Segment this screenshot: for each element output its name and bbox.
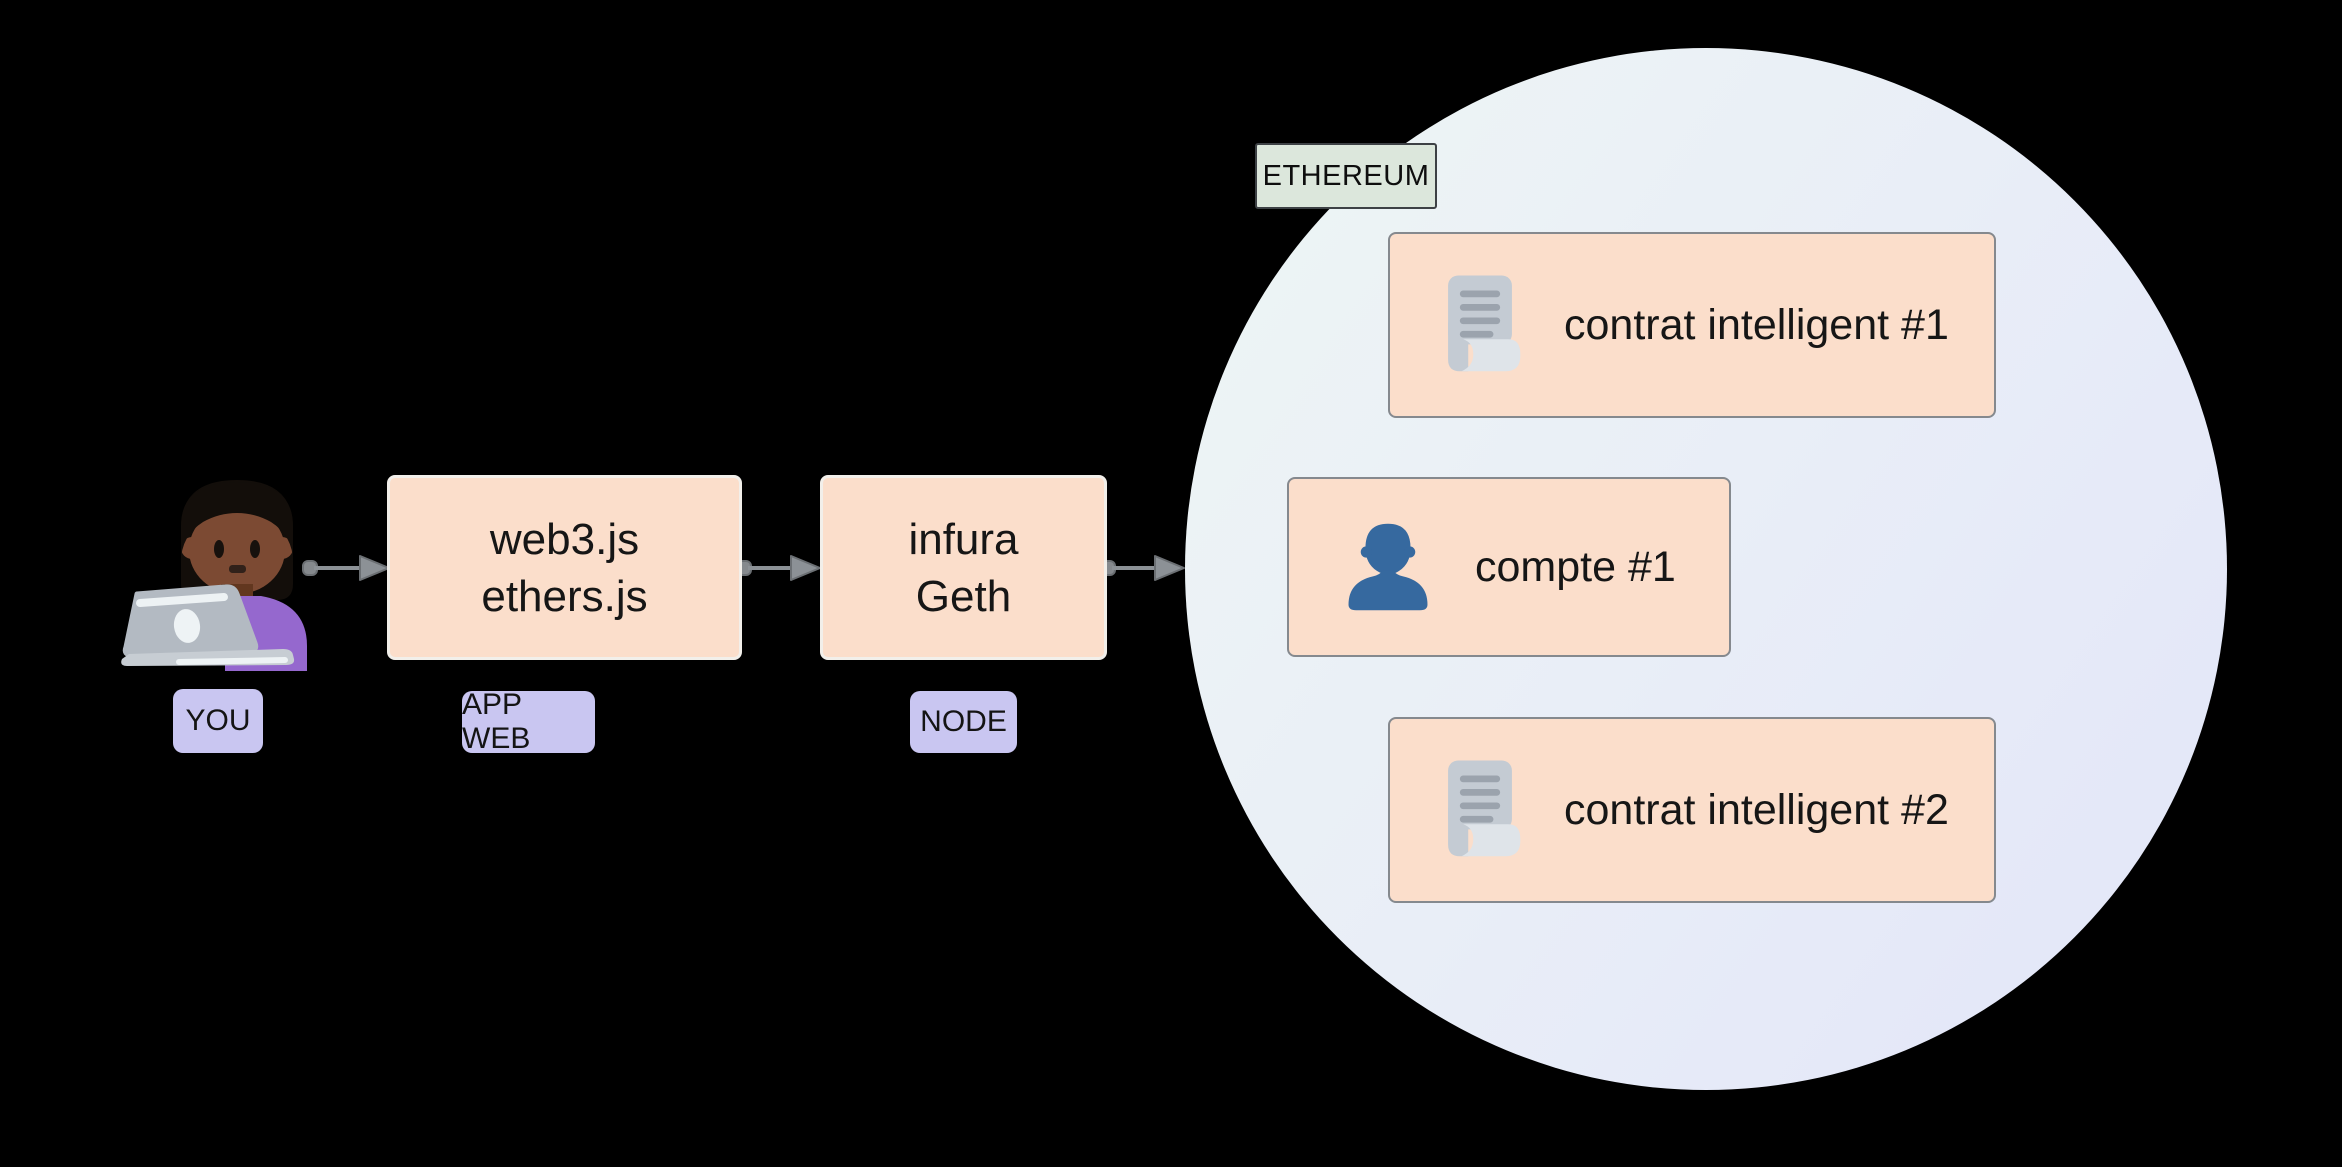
scroll-icon bbox=[1438, 272, 1522, 378]
web-app-line1: web3.js bbox=[489, 514, 640, 564]
arrow-app-to-node bbox=[736, 555, 821, 581]
app-web-tag[interactable]: APP WEB bbox=[462, 688, 595, 755]
contract-1-label: contrat intelligent #1 bbox=[1564, 300, 1949, 349]
contract-2-box[interactable]: contrat intelligent #2 bbox=[1388, 717, 1996, 903]
you-tag[interactable]: YOU bbox=[173, 689, 263, 753]
contract-2-label: contrat intelligent #2 bbox=[1564, 785, 1949, 834]
arrow-node-to-ethereum bbox=[1100, 555, 1185, 581]
web-app-box[interactable]: web3.js ethers.js bbox=[387, 475, 742, 660]
woman-technologist-emoji[interactable] bbox=[113, 466, 311, 672]
ethereum-label[interactable]: ETHEREUM bbox=[1255, 143, 1437, 209]
web-app-line2: ethers.js bbox=[481, 571, 648, 621]
scroll-icon bbox=[1438, 757, 1522, 863]
node-line2: Geth bbox=[915, 571, 1012, 621]
ethereum-label-text: ETHEREUM bbox=[1262, 159, 1430, 192]
contract-1-box[interactable]: contrat intelligent #1 bbox=[1388, 232, 1996, 418]
account-1-box[interactable]: compte #1 bbox=[1287, 477, 1731, 657]
arrow-you-to-app bbox=[302, 555, 390, 581]
node-box[interactable]: infura Geth bbox=[820, 475, 1107, 660]
you-tag-label: YOU bbox=[185, 704, 251, 737]
app-web-tag-label: APP WEB bbox=[462, 688, 531, 755]
node-line1: infura bbox=[908, 514, 1019, 564]
node-tag-label: NODE bbox=[920, 705, 1007, 738]
account-1-label: compte #1 bbox=[1475, 542, 1676, 591]
person-icon bbox=[1341, 520, 1435, 614]
woman-technologist-icon bbox=[121, 480, 307, 671]
node-tag[interactable]: NODE bbox=[910, 691, 1017, 753]
